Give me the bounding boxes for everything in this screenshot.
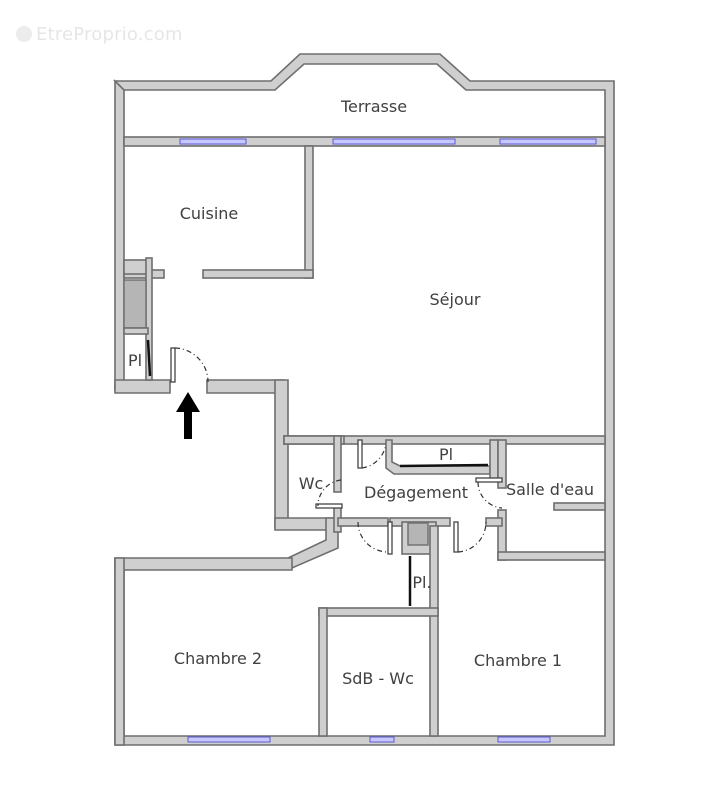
outer-walls (113, 53, 615, 746)
bottom-windows (187, 736, 551, 743)
room-label-degagement: Dégagement (364, 483, 468, 502)
window (187, 736, 271, 743)
window (179, 138, 247, 145)
wc-door-swing (317, 479, 342, 507)
room-label-sejour: Séjour (430, 290, 481, 309)
watermark-logo-icon (16, 26, 32, 42)
room-label-placard-entree: Pl (128, 351, 142, 370)
terrasse-outer-wall (113, 53, 615, 746)
wc-top-wall (283, 435, 345, 445)
salle-eau-door-swing (477, 481, 503, 509)
sejour-door-leaf[interactable] (357, 439, 363, 469)
sdb-left-wall (318, 607, 328, 737)
room-label-wc: Wc (299, 474, 324, 493)
cuisine-bottom-wall (202, 269, 314, 279)
cuisine-right-wall (304, 145, 314, 279)
room-label-sdb-wc: SdB - Wc (342, 669, 414, 688)
room-label-placard-chambre: Pl. (412, 573, 431, 592)
sejour-door-swing (361, 442, 387, 469)
degagement-closet-door (399, 463, 489, 468)
room-label-placard-degagement: Pl (439, 445, 453, 464)
entrance-door-swing (174, 347, 209, 383)
room-label-chambre1: Chambre 1 (474, 651, 562, 670)
closet-right-wall (489, 439, 499, 481)
entrance-arrow-icon (176, 392, 200, 439)
room-label-cuisine: Cuisine (180, 204, 239, 223)
closet-top-wall (123, 327, 149, 335)
entrance-door-leaf[interactable] (170, 347, 176, 383)
degagement-bottom-wall-left (337, 517, 389, 527)
salle-eau-partition (553, 502, 606, 511)
wc-door-leaf[interactable] (315, 503, 343, 509)
room-label-chambre2: Chambre 2 (174, 649, 262, 668)
watermark: EtreProprio.com (16, 24, 183, 45)
watermark-text: EtreProprio.com (36, 24, 183, 45)
room-label-salle-eau: Salle d'eau (506, 480, 594, 499)
closet-door (146, 339, 152, 377)
technical-duct (123, 279, 147, 329)
window (499, 138, 597, 145)
wc-right-wall-top (333, 435, 342, 493)
exterior-cutout (110, 379, 339, 746)
window (497, 736, 551, 743)
salle-eau-left-wall-top (497, 439, 507, 489)
chambre1-door-leaf[interactable] (453, 521, 459, 553)
chambre1-door-swing (457, 521, 487, 553)
chambre1-left-wall (429, 525, 439, 737)
degagement-bottom-wall-right (485, 517, 503, 527)
window (369, 736, 395, 743)
room-label-terrasse: Terrasse (340, 97, 407, 116)
salle-eau-bottom-wall (497, 551, 606, 561)
window (332, 138, 456, 145)
chambre2-door-leaf[interactable] (387, 521, 393, 555)
technical-duct-2 (407, 522, 429, 546)
salle-eau-door-leaf[interactable] (475, 477, 503, 483)
terrasse-windows (179, 138, 597, 145)
sdb-top-wall (318, 607, 439, 617)
